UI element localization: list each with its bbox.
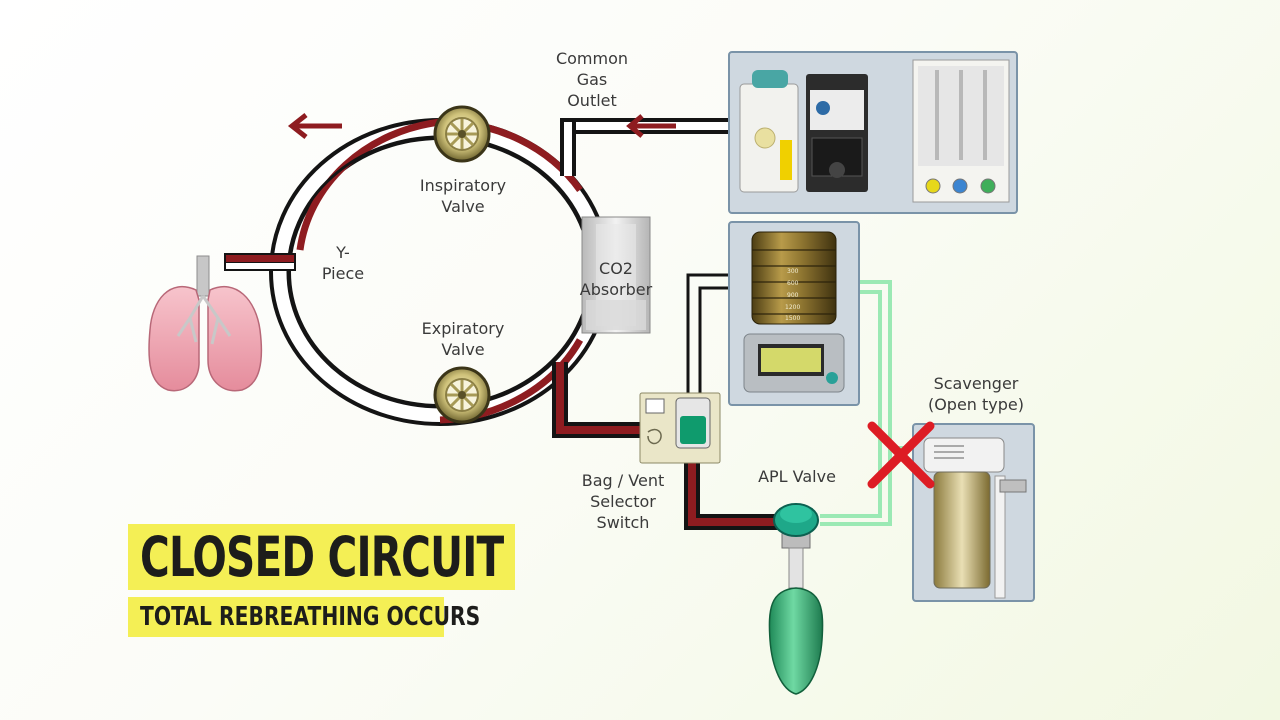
- expiratory-limb-tube: [552, 362, 648, 438]
- blocked-cross-icon: [867, 421, 935, 489]
- lungs-illustration: [148, 255, 263, 392]
- bag-vent-selector-switch: [639, 392, 721, 464]
- ventilator-control-screen: [743, 333, 845, 393]
- bellows-scale-1200: 1200: [785, 304, 800, 311]
- scavenger-panel: [912, 423, 1035, 602]
- bellows-scale-600: 600: [787, 280, 799, 287]
- vaporizer: [739, 70, 799, 193]
- title-banner: CLOSED CIRCUIT: [128, 524, 515, 590]
- label-inspiratory-valve: Inspiratory Valve: [419, 176, 507, 216]
- label-common-gas-outlet: Common Gas Outlet: [555, 49, 629, 110]
- label-apl-valve: APL Valve: [758, 467, 836, 486]
- fresh-gas-arrow: [626, 114, 676, 138]
- label-co2-absorber: CO2 Absorber: [579, 259, 653, 299]
- subtitle-banner: TOTAL REBREATHING OCCURS: [128, 597, 480, 637]
- ventilator-panel: 300 600 900 1200 1500: [728, 221, 860, 406]
- label-y-piece: Y- Piece: [321, 243, 365, 283]
- subtitle-text: TOTAL REBREATHING OCCURS: [140, 602, 481, 632]
- co2-absorber: [581, 216, 651, 334]
- common-gas-outlet-tube: [560, 114, 910, 176]
- label-bag-vent-switch: Bag / Vent Selector Switch: [581, 471, 665, 532]
- title-text: CLOSED CIRCUIT: [140, 525, 504, 589]
- ventilator-monitor-box: [806, 74, 868, 192]
- bellows-scale-300: 300: [787, 268, 799, 275]
- anesthesia-machine-panel: [728, 51, 1018, 214]
- inspiratory-valve: [433, 105, 491, 163]
- bellows: 300 600 900 1200 1500: [751, 231, 837, 325]
- bag-limb-tube: [684, 462, 790, 530]
- flowmeter-bank: [912, 59, 1010, 203]
- label-expiratory-valve: Expiratory Valve: [421, 319, 505, 359]
- inspiratory-flow-arrow: [287, 113, 342, 139]
- bellows-scale-900: 900: [787, 292, 799, 299]
- y-piece-tube: [224, 253, 296, 271]
- apl-valve: [773, 503, 819, 549]
- bellows-scale-1500: 1500: [785, 315, 800, 322]
- label-scavenger: Scavenger (Open type): [927, 374, 1025, 414]
- expiratory-valve: [433, 366, 491, 424]
- reservoir-bag: [768, 547, 824, 695]
